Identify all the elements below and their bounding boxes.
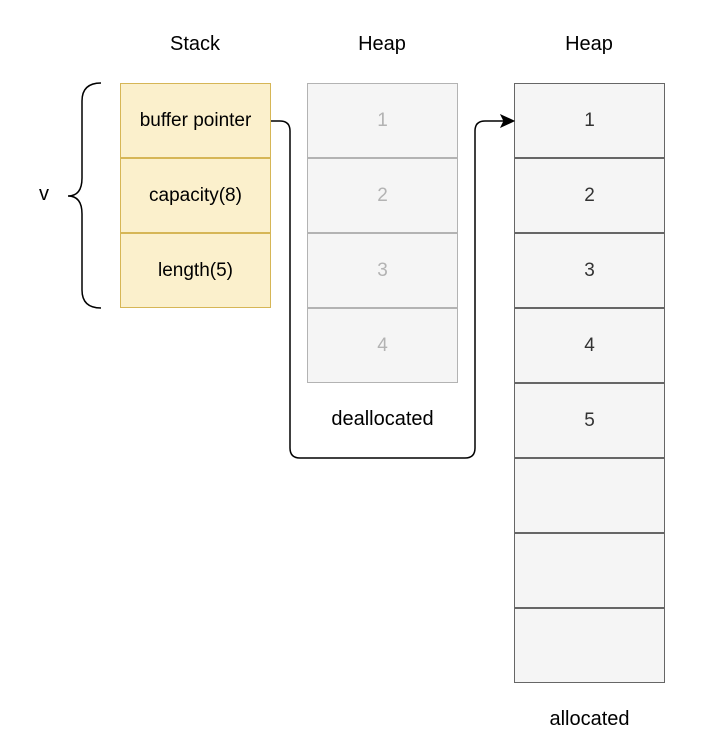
new-heap-cell bbox=[514, 608, 665, 683]
old-heap-cell: 4 bbox=[307, 308, 458, 383]
new-heap-cell: 4 bbox=[514, 308, 665, 383]
curly-brace bbox=[67, 82, 102, 309]
new-heap-cell: 1 bbox=[514, 83, 665, 158]
new-heap-cell: 5 bbox=[514, 383, 665, 458]
old-heap-cell: 1 bbox=[307, 83, 458, 158]
old-heap-cell: 2 bbox=[307, 158, 458, 233]
new-heap-cell: 3 bbox=[514, 233, 665, 308]
stack-title: Stack bbox=[169, 33, 221, 55]
new-heap-cell: 2 bbox=[514, 158, 665, 233]
stack-cell-length: length(5) bbox=[120, 233, 271, 308]
stack-cell-buffer-pointer: buffer pointer bbox=[120, 83, 271, 158]
heap-old-title: Heap bbox=[358, 33, 406, 55]
new-heap-cell bbox=[514, 533, 665, 608]
allocated-caption: allocated bbox=[549, 708, 630, 730]
old-heap-cell: 3 bbox=[307, 233, 458, 308]
heap-new-title: Heap bbox=[565, 33, 613, 55]
arrowhead-icon bbox=[499, 113, 516, 129]
deallocated-caption: deallocated bbox=[331, 408, 434, 430]
stack-cell-capacity: capacity(8) bbox=[120, 158, 271, 233]
connector-line bbox=[271, 120, 504, 459]
new-heap-cell bbox=[514, 458, 665, 533]
variable-label: v bbox=[39, 183, 49, 205]
